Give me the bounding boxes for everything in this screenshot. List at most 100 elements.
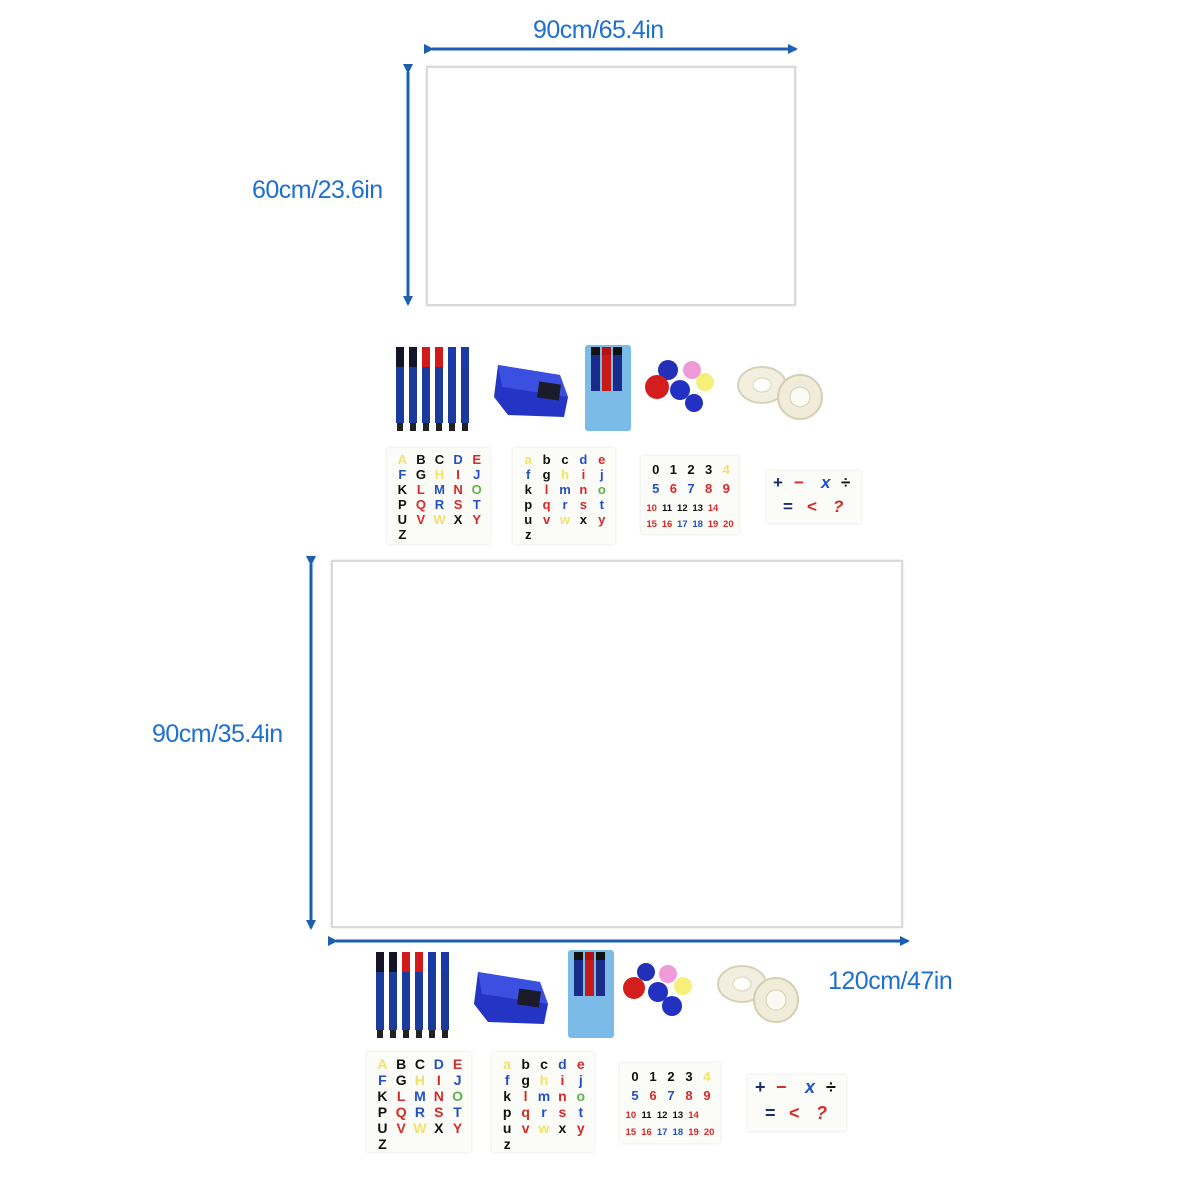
letter: k — [503, 1088, 512, 1104]
number: 17 — [677, 518, 688, 530]
letter: W — [413, 1120, 427, 1136]
accessory-row — [396, 345, 823, 431]
letter: s — [579, 497, 587, 512]
letter: Q — [395, 1104, 407, 1120]
number: 9 — [722, 481, 730, 496]
numbers-row-2: 10 11 12 13 14 15 16 17 18 19 20 — [623, 1107, 717, 1141]
letter: e — [598, 452, 606, 467]
accessory-row — [376, 950, 799, 1038]
lowercase-letters: a b c d e f g h i j k l m n o p q r s t … — [498, 1056, 590, 1152]
letter: M — [414, 1088, 426, 1104]
number: 13 — [692, 502, 703, 514]
adhesive-tape-rolls-icon — [737, 366, 823, 420]
number: 20 — [703, 1127, 715, 1138]
number: 3 — [685, 1069, 693, 1084]
number: 0 — [652, 462, 660, 477]
round-magnets-icon — [623, 963, 692, 1016]
number: 5 — [652, 481, 660, 496]
letter: y — [576, 1120, 585, 1136]
large-whiteboard — [331, 560, 903, 928]
letter: c — [540, 1056, 548, 1072]
accessory-set-1 — [392, 345, 832, 440]
letter: g — [542, 467, 551, 482]
letter: r — [541, 1104, 547, 1120]
math-symbol: < — [789, 1103, 800, 1123]
letter: m — [559, 482, 571, 497]
math-symbol: ÷ — [841, 473, 851, 492]
number: 2 — [667, 1069, 675, 1084]
letter: G — [415, 467, 426, 482]
large-height-label: 90cm/35.4in — [152, 720, 283, 748]
number: 6 — [669, 481, 677, 496]
letter: U — [397, 512, 407, 527]
letter: u — [524, 512, 533, 527]
letter: X — [453, 512, 463, 527]
letter: K — [377, 1088, 388, 1104]
number: 7 — [667, 1088, 675, 1103]
letter: J — [453, 1072, 462, 1088]
number: 12 — [656, 1110, 668, 1121]
math-symbols-sheet: + − x ÷ = < ? — [767, 471, 861, 523]
uppercase-letter-sheet: A B C D E F G H I J K L M N O P Q R S T … — [387, 448, 490, 544]
letter: j — [599, 467, 604, 482]
number: 5 — [631, 1088, 639, 1103]
uppercase-letters: A B C D E F G H I J K L M N O P Q R S T … — [373, 1056, 467, 1152]
letter: Z — [378, 1136, 387, 1152]
letter: X — [434, 1120, 444, 1136]
letter: P — [377, 1104, 388, 1120]
letter: Q — [415, 497, 426, 512]
number: 7 — [687, 481, 695, 496]
number: 12 — [677, 502, 688, 514]
math-symbols: + − x ÷ = < ? — [748, 1075, 846, 1131]
letter: i — [581, 467, 586, 482]
number: 19 — [688, 1127, 699, 1138]
number: 11 — [641, 1110, 652, 1121]
letter: D — [433, 1056, 444, 1072]
letter: r — [562, 497, 568, 512]
letter: N — [453, 482, 463, 497]
letter: Z — [398, 527, 407, 542]
letter: w — [559, 512, 571, 527]
math-symbol: x — [805, 1077, 816, 1097]
number: 18 — [672, 1127, 684, 1138]
marker-holder-icon — [585, 345, 631, 431]
letter: y — [598, 512, 606, 527]
letter: J — [473, 467, 481, 482]
letter: f — [526, 467, 531, 482]
letter: j — [578, 1072, 583, 1088]
letter: V — [396, 1120, 406, 1136]
numbers-row-1: 0 1 2 3 4 5 6 7 8 9 — [647, 460, 735, 498]
letter: u — [502, 1120, 512, 1136]
letter: q — [542, 497, 551, 512]
math-symbols: + − x ÷ = < ? — [767, 471, 861, 523]
letter: W — [433, 512, 446, 527]
letter: i — [560, 1072, 565, 1088]
letter: A — [397, 452, 407, 467]
letter: f — [504, 1072, 510, 1088]
letter: v — [521, 1120, 530, 1136]
letter: O — [452, 1088, 464, 1104]
letter: q — [521, 1104, 530, 1120]
number: 1 — [649, 1069, 657, 1084]
number: 18 — [692, 518, 703, 530]
number: 2 — [687, 462, 695, 477]
lowercase-letter-sheet: a b c d e f g h i j k l m n o p q r s t … — [492, 1052, 594, 1152]
math-symbol: = — [765, 1103, 776, 1123]
letter: F — [378, 1072, 387, 1088]
letter: h — [561, 467, 569, 482]
letter: d — [579, 452, 588, 467]
letter: G — [395, 1072, 407, 1088]
adhesive-tape-rolls-icon — [717, 965, 799, 1023]
math-symbol: − — [794, 473, 804, 492]
round-magnets-icon — [645, 360, 714, 412]
math-symbol: ? — [833, 497, 844, 516]
letter: N — [433, 1088, 444, 1104]
number: 16 — [661, 518, 673, 530]
letter: E — [452, 1056, 463, 1072]
letter: D — [453, 452, 463, 467]
math-symbol: < — [807, 497, 817, 516]
number: 16 — [641, 1127, 652, 1138]
letter: w — [538, 1120, 550, 1136]
letter: U — [377, 1120, 388, 1136]
